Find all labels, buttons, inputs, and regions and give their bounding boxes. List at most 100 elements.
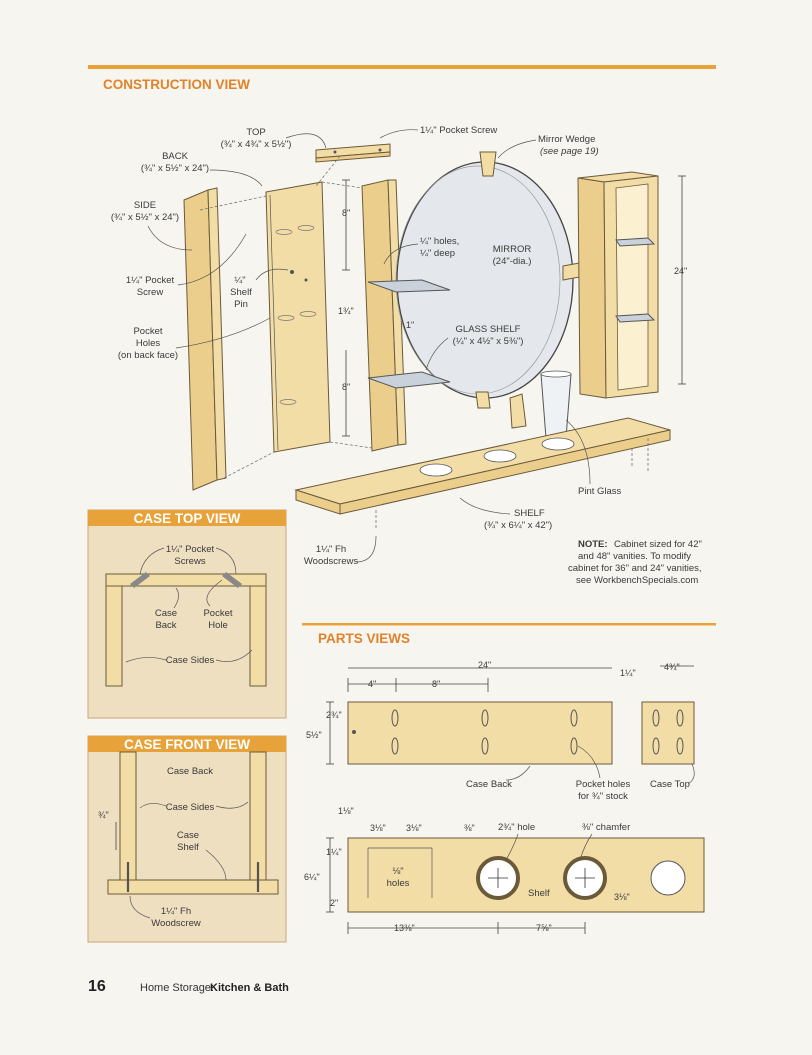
note-line-3: cabinet for 36" and 24" vanities, bbox=[568, 563, 702, 574]
page-number: 16 bbox=[88, 978, 106, 995]
case-top-screws-1: 1¼" Pocket bbox=[166, 544, 215, 555]
right-cabinet bbox=[577, 171, 659, 399]
parts-dim-4: 4" bbox=[368, 679, 376, 689]
shelf-dim-3-1-8-a: 3⅛" bbox=[370, 823, 386, 833]
case-front-case-shelf-2: Shelf bbox=[177, 842, 199, 853]
pocket-screw-label: 1¼" Pocket bbox=[126, 275, 175, 286]
note-line-4: see WorkbenchSpecials.com bbox=[576, 575, 698, 586]
shelf-dim-13-3-8: 13⅜" bbox=[394, 923, 415, 933]
shelf-hole-label: 2¾" hole bbox=[498, 822, 535, 833]
pocket-holes-label-1: Pocket bbox=[133, 326, 162, 337]
note-line-2: and 48" vanities. To modify bbox=[578, 551, 691, 562]
parts-pocket-holes-1: Pocket holes bbox=[576, 779, 631, 790]
case-front-dim-3-4: ¾" bbox=[98, 810, 109, 820]
parts-dimension-lines bbox=[326, 665, 694, 765]
parts-pocket-holes-2: for ¾" stock bbox=[578, 791, 628, 802]
case-top-pocket-hole-2: Hole bbox=[208, 620, 228, 631]
shelf-dim-2: 2" bbox=[330, 898, 338, 908]
mirror bbox=[395, 151, 586, 409]
parts-case-top-label: Case Top bbox=[650, 779, 690, 790]
back-label: BACK bbox=[162, 151, 189, 162]
dim-24: 24" bbox=[674, 266, 687, 276]
shelf-pin-label-1: ¼" bbox=[234, 275, 245, 286]
back-panel bbox=[265, 181, 331, 453]
case-top-case-back-1: Case bbox=[155, 608, 177, 619]
top-piece bbox=[315, 143, 391, 163]
side-label: SIDE bbox=[134, 200, 156, 211]
pocket-holes-label-3: (on back face) bbox=[118, 350, 178, 361]
case-front-case-sides: Case Sides bbox=[166, 802, 215, 813]
pocket-screw-label-2: Screw bbox=[137, 287, 164, 298]
dim-1: 1" bbox=[406, 320, 414, 330]
dashed-guides bbox=[199, 155, 649, 530]
shelf-chamfer-label: ⅜" chamfer bbox=[582, 822, 630, 833]
mirror-wedge-label: Mirror Wedge bbox=[538, 134, 595, 145]
footer-section: Home Storage: bbox=[140, 982, 214, 994]
parts-dim-5-1-2: 5½" bbox=[306, 730, 322, 740]
dim-1-3-4: 1¾" bbox=[338, 306, 354, 316]
side-panel bbox=[183, 187, 227, 491]
shelf-pin-label-3: Pin bbox=[234, 299, 248, 310]
case-front-woodscrew-1: 1¼" Fh bbox=[161, 906, 191, 917]
footer-subsection: Kitchen & Bath bbox=[210, 982, 289, 994]
case-top-title: CASE TOP VIEW bbox=[134, 511, 241, 526]
shelf-dim-6-1-4: 6¼" bbox=[304, 872, 320, 882]
shelf-part bbox=[347, 837, 705, 913]
parts-dim-1-1-4: 1¼" bbox=[620, 668, 636, 678]
shelf-dim-7-5-8: 7⅝" bbox=[536, 923, 552, 933]
note-line-1: Cabinet sized for 42" bbox=[614, 539, 702, 550]
parts-dim-24: 24" bbox=[478, 660, 491, 670]
case-top-case-sides: Case Sides bbox=[166, 655, 215, 666]
side-dims: (¾" x 5½" x 24") bbox=[111, 212, 179, 223]
parts-dim-2-3-4: 2¾" bbox=[326, 710, 342, 720]
mirror-wedge-ref: (see page 19) bbox=[540, 146, 599, 157]
pocket-holes-label-2: Holes bbox=[136, 338, 161, 349]
long-shelf bbox=[294, 417, 671, 515]
top-dims: (¾" x 4¾" x 5½") bbox=[221, 139, 292, 150]
construction-title: CONSTRUCTION VIEW bbox=[103, 77, 250, 92]
case-front-title: CASE FRONT VIEW bbox=[124, 737, 250, 752]
shelf-dims: (¾" x 6¼" x 42") bbox=[484, 520, 552, 531]
case-front-woodscrew-2: Woodscrew bbox=[151, 918, 201, 929]
parts-dim-8: 8" bbox=[432, 679, 440, 689]
back-dims: (¾" x 5½" x 24") bbox=[141, 163, 209, 174]
case-top-case-back-2: Back bbox=[155, 620, 176, 631]
construction-header-rule bbox=[88, 65, 716, 69]
mirror-label-1: MIRROR bbox=[493, 244, 532, 255]
mirror-label-2: (24"-dia.) bbox=[493, 256, 532, 267]
wedge-and-glass bbox=[509, 370, 572, 439]
woodscrews-label-2: Woodscrews bbox=[304, 556, 358, 567]
case-front-case-back: Case Back bbox=[167, 766, 213, 777]
parts-title: PARTS VIEWS bbox=[318, 631, 410, 646]
shelf-pin-label-2: Shelf bbox=[230, 287, 252, 298]
dim-8-top: 8" bbox=[342, 208, 350, 218]
shelf-dim-3-1-8-b: 3⅛" bbox=[406, 823, 422, 833]
shelf-dim-3-1-8-c: 3⅛" bbox=[614, 892, 630, 902]
shelf-holes-1: ⅛" bbox=[392, 866, 403, 877]
shelf-dim-1-1-8: 1⅛" bbox=[338, 806, 354, 816]
front-side-panel bbox=[361, 179, 407, 452]
shelf-holes-2: holes bbox=[387, 878, 410, 889]
shelf-dim-1-1-4: 1¼" bbox=[326, 847, 342, 857]
case-top-view-panel bbox=[87, 509, 287, 719]
glass-shelf-label-2: (¼" x 4½" x 5⅜") bbox=[453, 336, 524, 347]
parts-dim-4-3-4: 4¾" bbox=[664, 662, 680, 672]
holes-label-2: ¼" deep bbox=[420, 248, 455, 259]
case-front-view-panel bbox=[87, 735, 287, 943]
glass-shelf-label-1: GLASS SHELF bbox=[456, 324, 521, 335]
shelf-dimension-lines bbox=[326, 837, 586, 934]
case-top-pocket-hole-1: Pocket bbox=[203, 608, 232, 619]
shelf-label: SHELF bbox=[514, 508, 545, 519]
pocket-screw-top-label: 1¼" Pocket Screw bbox=[420, 125, 497, 136]
shelf-dim-3-8: ⅜" bbox=[464, 823, 475, 833]
shelf-part-label: Shelf bbox=[528, 888, 550, 899]
pint-glass-label: Pint Glass bbox=[578, 486, 622, 497]
note-bold: NOTE: bbox=[578, 539, 608, 550]
case-front-case-shelf-1: Case bbox=[177, 830, 199, 841]
case-top-part bbox=[641, 701, 695, 765]
dim-8-bottom: 8" bbox=[342, 382, 350, 392]
case-back-part bbox=[347, 701, 613, 765]
top-label: TOP bbox=[246, 127, 265, 138]
